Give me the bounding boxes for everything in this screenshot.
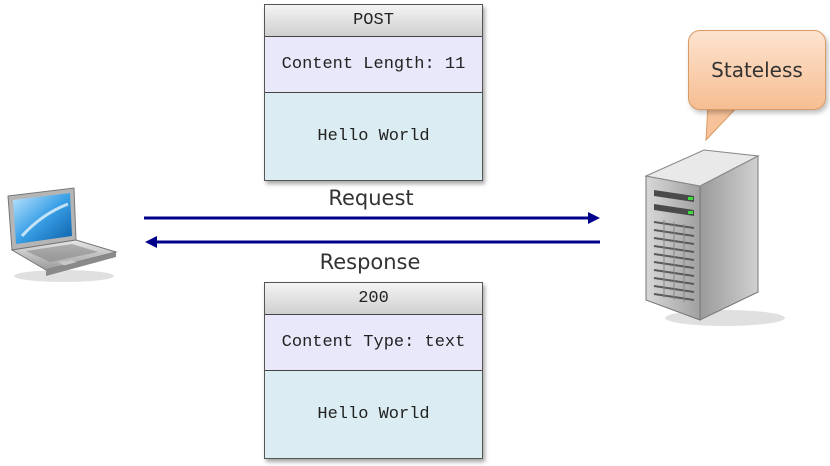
response-message-box: 200 Content Type: text Hello World [264,282,483,459]
response-body: Hello World [265,371,482,458]
response-header: Content Type: text [265,315,482,371]
response-label: Response [319,250,421,274]
request-arrow [144,212,600,224]
laptop-icon [7,187,118,282]
request-label: Request [328,186,414,210]
callout-pointer [705,103,742,142]
request-message-box: POST Content Length: 11 Hello World [264,4,483,181]
response-arrow [145,236,600,248]
request-body: Hello World [265,93,482,180]
stateless-callout: Stateless [688,30,826,110]
server-icon [644,149,785,326]
request-header: Content Length: 11 [265,37,482,93]
request-method: POST [265,5,482,37]
response-status: 200 [265,283,482,315]
